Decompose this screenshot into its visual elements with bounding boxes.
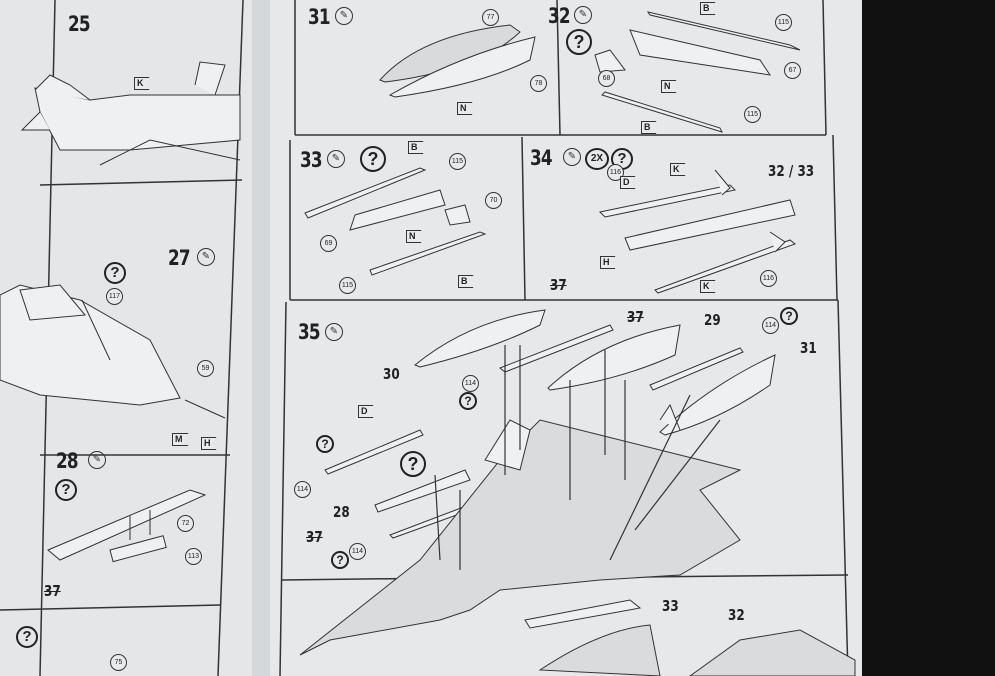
callout-29: 29 <box>704 311 721 329</box>
step-number-25: 25 <box>68 12 91 36</box>
part-number-116: 116 <box>607 164 624 181</box>
question-mark-icon: ? <box>104 262 126 284</box>
question-mark-icon: ? <box>459 392 477 410</box>
question-mark-icon: ? <box>55 479 77 501</box>
callout-30: 30 <box>383 365 400 383</box>
part-number-114: 114 <box>294 481 311 498</box>
question-mark-icon: ? <box>16 626 38 648</box>
part-number-59: 59 <box>197 360 214 377</box>
step-number-32: 32 <box>548 4 571 28</box>
glue-tube-icon: ✎ <box>325 323 343 341</box>
glue-tube-icon: ✎ <box>197 248 215 266</box>
part-number-113: 113 <box>185 548 202 565</box>
page-gutter <box>252 0 270 676</box>
glue-tube-icon: ✎ <box>327 150 345 168</box>
callout-28: 28 <box>333 503 350 521</box>
step-number-28: 28 <box>56 449 79 473</box>
question-mark-icon: ? <box>566 29 592 55</box>
part-number-77: 77 <box>482 9 499 26</box>
step-reference-37: 37 <box>306 528 323 546</box>
pylon-rails-sketch-33 <box>304 167 487 276</box>
glue-tube-icon: ✎ <box>335 7 353 25</box>
part-number-78: 78 <box>530 75 547 92</box>
step-reference-37: 37 <box>550 276 567 294</box>
part-number-115: 115 <box>744 106 761 123</box>
callout-33: 33 <box>662 597 679 615</box>
question-mark-icon: ? <box>331 551 349 569</box>
part-number-72: 72 <box>177 515 194 532</box>
part-number-69: 69 <box>320 235 337 252</box>
tank-halves-sketch <box>379 24 536 98</box>
part-number-115: 115 <box>775 14 792 31</box>
part-number-116: 116 <box>760 270 777 287</box>
part-number-68: 68 <box>598 70 615 87</box>
missiles-sketch-34 <box>598 169 797 294</box>
glue-tube-icon: ✎ <box>88 451 106 469</box>
step-number-34: 34 <box>530 146 553 170</box>
step-number-27: 27 <box>168 246 191 270</box>
quantity-2x-badge: 2X <box>585 148 609 170</box>
aircraft-top-view-sketch <box>299 309 776 656</box>
part-number-67: 67 <box>784 62 801 79</box>
aircraft-tail-sketch <box>20 61 241 166</box>
pylon-rails-sketch-32 <box>594 11 801 133</box>
pod-sketch <box>47 489 207 563</box>
question-mark-icon: ? <box>780 307 798 325</box>
question-mark-icon: ? <box>360 146 386 172</box>
question-mark-icon: ? <box>400 451 426 477</box>
glue-tube-icon: ✎ <box>563 148 581 166</box>
part-number-117: 117 <box>106 288 123 305</box>
callout-31: 31 <box>800 339 817 357</box>
part-number-114: 114 <box>349 543 366 560</box>
step-number-35: 35 <box>298 320 321 344</box>
step-number-33: 33 <box>300 148 323 172</box>
question-mark-icon: ? <box>316 435 334 453</box>
glue-tube-icon: ✎ <box>574 6 592 24</box>
target-assembly-32-33: 32 / 33 <box>768 162 815 180</box>
bottom-assemblies-sketch <box>524 599 856 676</box>
callout-32: 32 <box>728 606 745 624</box>
part-number-114: 114 <box>762 317 779 334</box>
part-number-75: 75 <box>110 654 127 671</box>
part-number-114: 114 <box>462 375 479 392</box>
step-number-31: 31 <box>308 5 331 29</box>
aircraft-nose-sketch <box>0 284 226 419</box>
assembly-arrows <box>434 345 721 570</box>
part-number-70: 70 <box>485 192 502 209</box>
step-reference-37: 37 <box>627 308 644 326</box>
part-number-115: 115 <box>449 153 466 170</box>
step-reference-37: 37 <box>44 582 61 600</box>
part-number-115: 115 <box>339 277 356 294</box>
